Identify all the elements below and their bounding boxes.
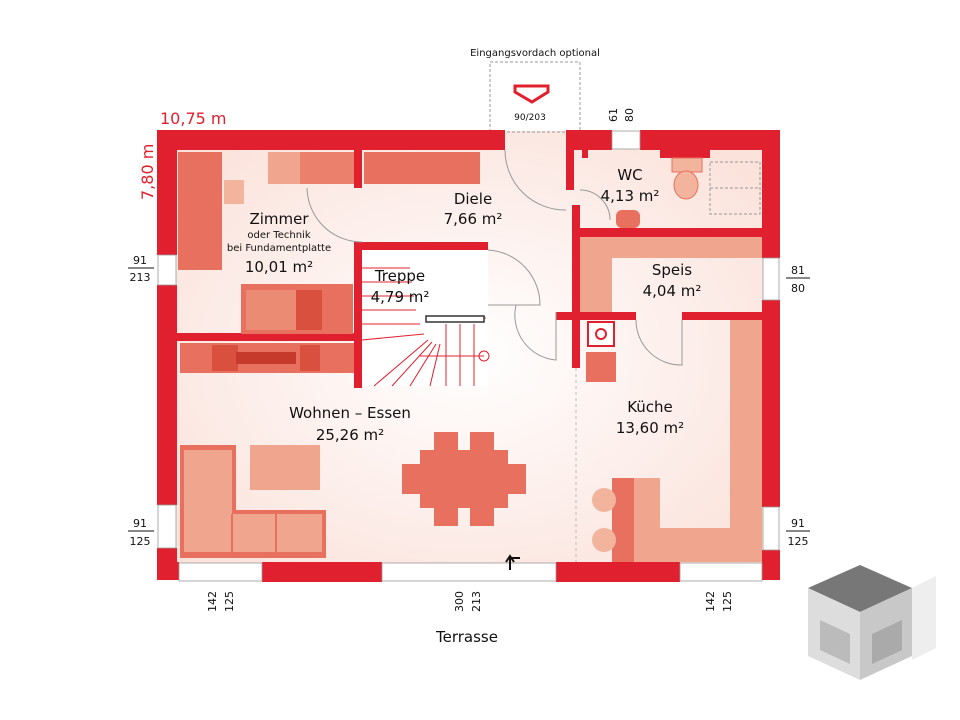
- bottom-right-w: 142: [704, 591, 717, 612]
- depth-label: 7,80 m: [138, 144, 157, 200]
- doors: [306, 149, 683, 366]
- kueche-area: 13,60 m²: [616, 419, 684, 437]
- treppe-area: 4,79 m²: [371, 288, 430, 306]
- outer-walls: [157, 130, 780, 582]
- living-furniture: [180, 432, 526, 558]
- wc-window-w: 61: [607, 108, 620, 122]
- left-upper-w: 91: [133, 254, 147, 267]
- wohnen-area: 25,26 m²: [316, 426, 384, 444]
- bottom-mid-w: 300: [453, 591, 466, 612]
- left-lower-h: 125: [130, 535, 151, 548]
- bottom-mid-h: 213: [470, 591, 483, 612]
- speis-area: 4,04 m²: [643, 282, 702, 300]
- diele-name: Diele: [454, 190, 492, 208]
- interior-walls: [177, 150, 780, 388]
- zimmer-furniture: [178, 152, 354, 373]
- wc-furniture: [616, 157, 761, 228]
- windows: [157, 130, 780, 582]
- entry-canopy: [489, 61, 581, 133]
- wohnen-name: Wohnen – Essen: [289, 404, 411, 422]
- bottom-left-w: 142: [206, 591, 219, 612]
- entry-canopy-label: Eingangsvordach optional: [470, 48, 600, 59]
- right-upper-w: 81: [791, 264, 805, 277]
- stair-rail: [425, 315, 485, 323]
- kitchen-furniture: [586, 320, 762, 562]
- width-label: 10,75 m: [160, 109, 226, 128]
- wc-name: WC: [617, 166, 642, 184]
- kueche-name: Küche: [627, 398, 673, 416]
- bottom-right-h: 125: [721, 591, 734, 612]
- bottom-left-h: 125: [223, 591, 236, 612]
- entry-arrow-icon: [505, 554, 520, 570]
- wc-area: 4,13 m²: [601, 187, 660, 205]
- zimmer-area: 10,01 m²: [245, 258, 313, 276]
- zimmer-note2: bei Fundamentplatte: [227, 243, 331, 254]
- right-lower-w: 91: [791, 517, 805, 530]
- right-upper-h: 80: [791, 282, 805, 295]
- zimmer-note1: oder Technik: [247, 230, 310, 241]
- canopy-size-label: 90/203: [514, 113, 546, 123]
- diele-bench: [364, 152, 480, 184]
- cube-logo-icon: [808, 565, 936, 680]
- speis-name: Speis: [652, 261, 692, 279]
- left-upper-h: 213: [130, 271, 151, 284]
- zimmer-name: Zimmer: [249, 210, 309, 228]
- left-lower-w: 91: [133, 517, 147, 530]
- stairs: [361, 250, 490, 387]
- terrace-label: Terrasse: [435, 628, 498, 646]
- wc-window-h: 80: [623, 108, 636, 122]
- right-lower-h: 125: [788, 535, 809, 548]
- treppe-name: Treppe: [374, 267, 425, 285]
- diele-area: 7,66 m²: [444, 210, 503, 228]
- speis-shelf: [580, 237, 762, 312]
